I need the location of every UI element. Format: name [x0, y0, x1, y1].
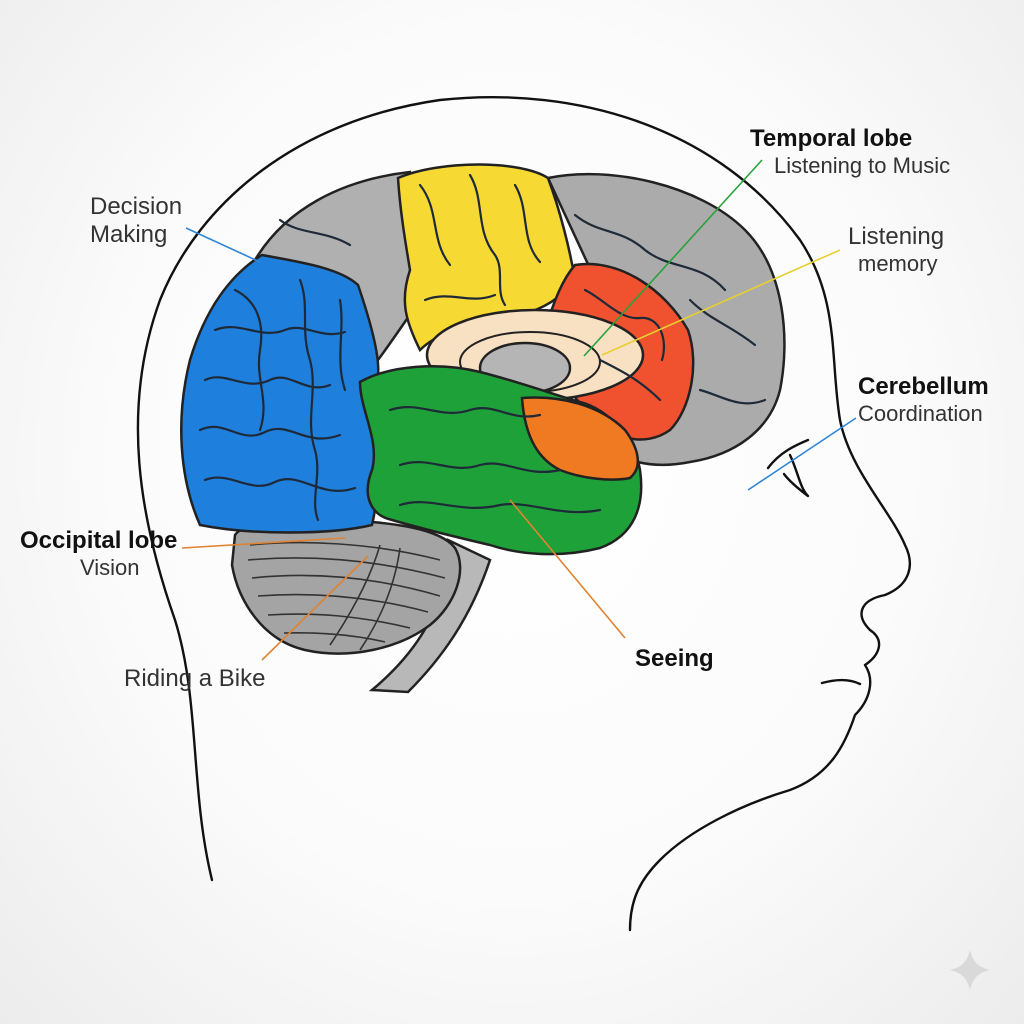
decision-line2: Making — [90, 220, 168, 248]
listening-leader — [601, 249, 841, 356]
decision-label: Decision Making — [90, 193, 182, 248]
decision-line1: Decision — [90, 193, 183, 220]
occipital-sub: Vision — [80, 554, 140, 580]
cerebellum-sub: Coordination — [858, 400, 983, 426]
temporal-title: Temporal lobe — [750, 125, 913, 152]
riding-label: Riding a Bike — [124, 665, 265, 693]
seeing-text: Seeing — [635, 645, 714, 672]
cerebellum-folds — [247, 541, 446, 651]
seeing-leader — [509, 499, 626, 639]
cerebellum-leader — [747, 417, 857, 491]
decision-leader — [185, 227, 261, 263]
temporal-sub: Listening to Music — [774, 152, 951, 178]
eye-outline — [766, 438, 810, 498]
listening-label: Listening memory — [848, 223, 944, 276]
temporal-leader — [583, 159, 763, 357]
cerebellum-label: Cerebellum Coordination — [858, 373, 989, 426]
occipital-leader — [181, 537, 346, 549]
cortex-folds — [198, 173, 767, 522]
riding-text: Riding a Bike — [124, 665, 266, 692]
head-outline — [136, 96, 912, 932]
leader-lines — [181, 159, 857, 661]
frontal-region — [180, 253, 380, 534]
listening-line2: memory — [858, 250, 938, 276]
riding-leader — [261, 555, 369, 661]
cerebellum-title: Cerebellum — [858, 373, 989, 400]
seeing-label: Seeing — [635, 645, 714, 673]
listening-line1: Listening — [848, 223, 945, 250]
occipital-title: Occipital lobe — [20, 527, 178, 554]
orange-region — [520, 396, 639, 481]
mouth-line — [820, 678, 862, 686]
sparkle-icon — [950, 950, 990, 990]
occipital-label: Occipital lobe Vision — [20, 527, 177, 580]
temporal-label: Temporal lobe Listening to Music — [750, 125, 950, 178]
